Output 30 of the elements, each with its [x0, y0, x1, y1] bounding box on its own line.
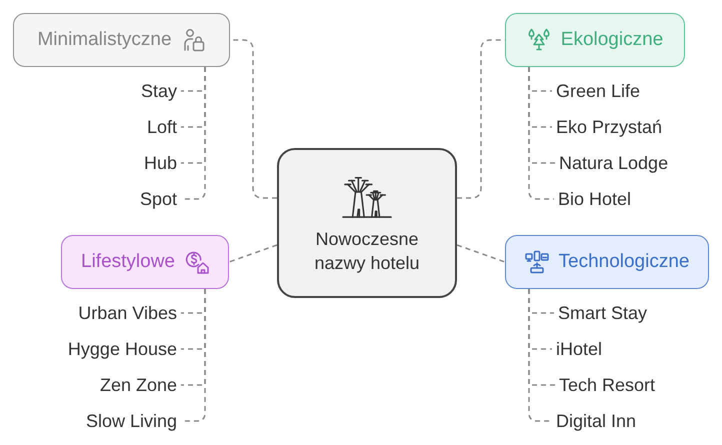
category-label: Technologiczne	[558, 250, 690, 274]
leaf-label: Tech Resort	[555, 373, 660, 397]
category-box	[61, 235, 229, 289]
leaf-label: Eko Przystań	[552, 115, 666, 139]
leaf-label: Bio Hotel	[554, 187, 636, 211]
dashed-connector	[228, 244, 278, 263]
central-topic-box	[277, 148, 457, 298]
leaf-label: Spot	[136, 187, 181, 211]
leaf-label: iHotel	[552, 337, 606, 361]
leaf-label: Natura Lodge	[555, 151, 672, 175]
category-label: Lifestylowe	[81, 250, 175, 274]
dashed-connector	[456, 244, 506, 263]
leaf-label: Hygge House	[64, 337, 181, 361]
category-box	[505, 235, 709, 289]
category-label: Ekologiczne	[560, 28, 664, 52]
leaf-label: Smart Stay	[554, 301, 652, 325]
leaf-label: Digital Inn	[552, 409, 640, 433]
leaf-label: Loft	[142, 115, 181, 139]
leaf-label: Hub	[140, 151, 181, 175]
leaf-label: Stay	[136, 79, 181, 103]
topic-title: Nowoczesne nazwy hotelu	[313, 228, 421, 275]
leaf-label: Slow Living	[82, 409, 181, 433]
category-label: Minimalistyczne	[37, 28, 172, 52]
leaf-label: Zen Zone	[96, 373, 181, 397]
leaf-label: Urban Vibes	[74, 301, 181, 325]
dashed-connector	[528, 289, 552, 422]
category-box	[505, 13, 685, 67]
dashed-connector	[528, 67, 554, 200]
category-box	[13, 13, 230, 67]
leaf-label: Green Life	[552, 79, 644, 103]
